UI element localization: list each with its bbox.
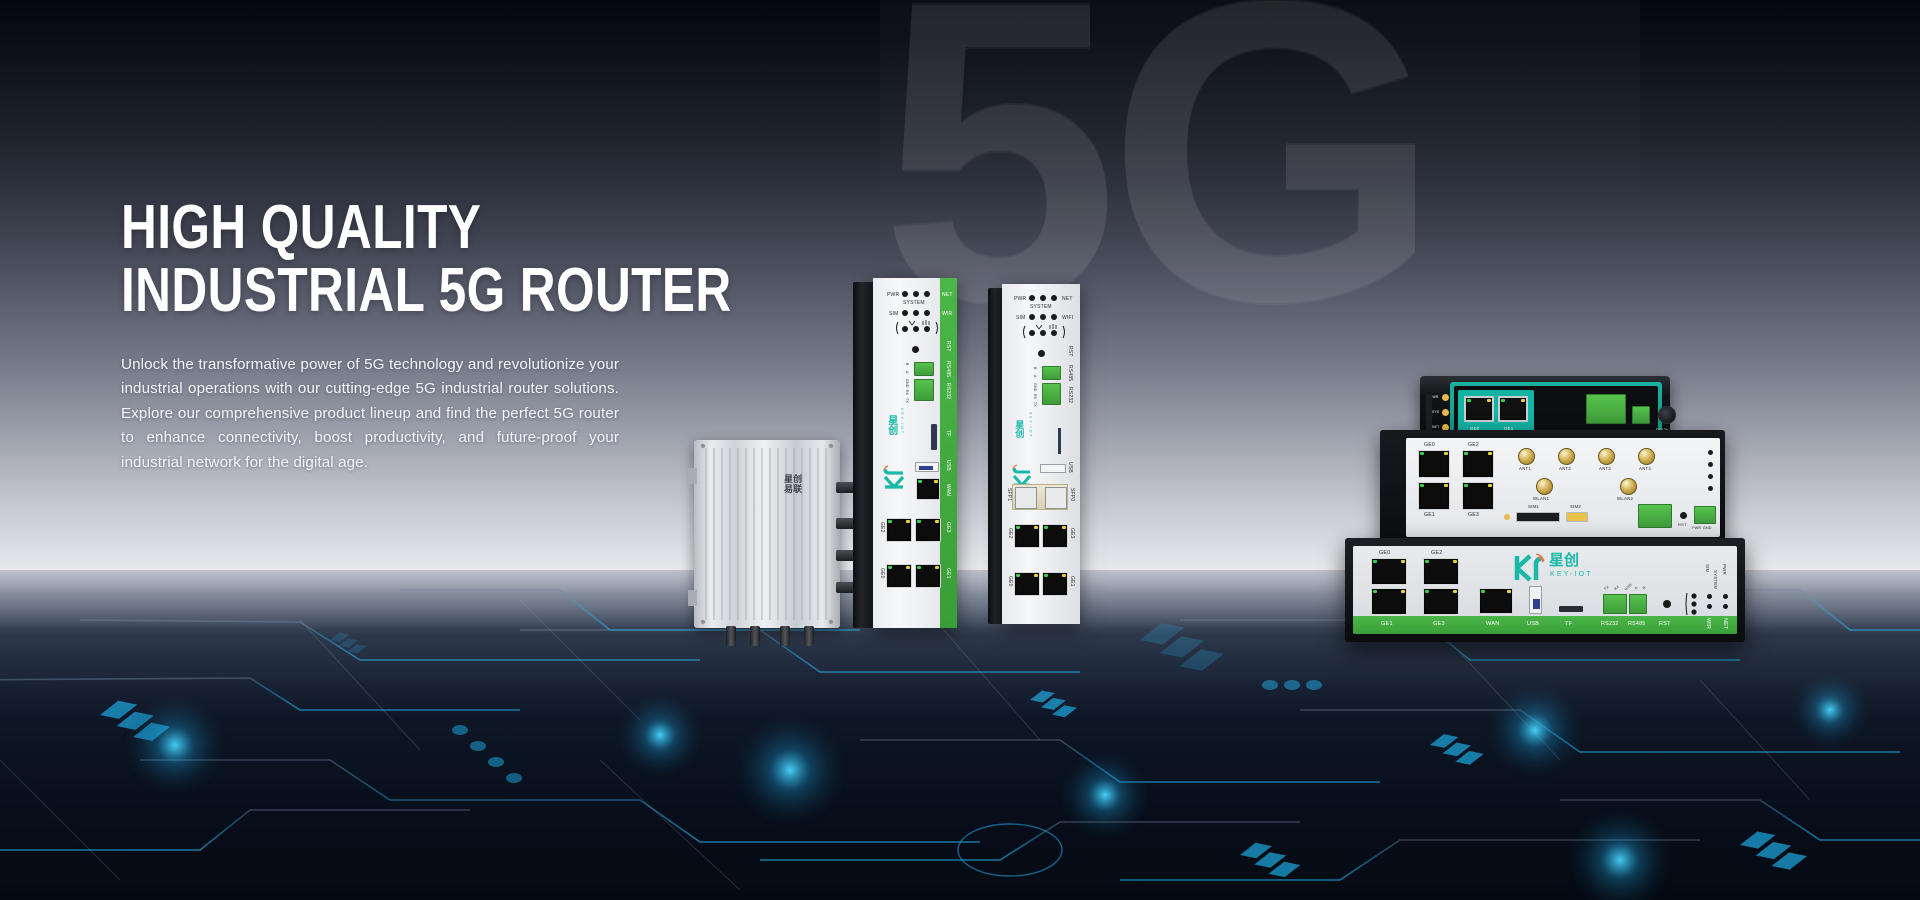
enclosure-brand: 星创 易联 xyxy=(784,474,803,495)
signal-icon xyxy=(1023,324,1065,339)
brand-logo: 星创 KEY-IOT xyxy=(1014,412,1033,439)
ge2-port[interactable] xyxy=(1462,450,1494,478)
terminal-block-rs232[interactable] xyxy=(1603,594,1627,614)
tf-card-slot[interactable] xyxy=(1058,428,1061,454)
hero-copy: HIGH QUALITY INDUSTRIAL 5G ROUTER Unlock… xyxy=(121,193,732,475)
brand-logo: 星创 KEY-IOT xyxy=(885,408,906,435)
ge0-port[interactable] xyxy=(1464,396,1494,422)
wlan2-connector[interactable] xyxy=(1620,478,1637,495)
chassis-side xyxy=(853,282,875,628)
brand-name-en: KEY-IOT xyxy=(1550,571,1593,578)
ge3-port[interactable] xyxy=(915,518,941,542)
ge3-port[interactable] xyxy=(1462,482,1494,510)
headline-line-1: HIGH QUALITY xyxy=(121,193,482,262)
ant1-connector[interactable] xyxy=(1518,448,1535,465)
wan-port[interactable] xyxy=(1479,588,1513,614)
green-port-strip xyxy=(940,278,957,628)
product-rack-router-white: GE0 GE2 GE1 GE3 ANT1 ANT2 ANT3 ANT4 WLAN… xyxy=(1380,430,1725,545)
brand-mark-icon xyxy=(1514,553,1545,582)
ant3-connector[interactable] xyxy=(1598,448,1615,465)
power-terminal[interactable] xyxy=(1694,506,1716,524)
ge0-port[interactable] xyxy=(1014,572,1040,596)
ge1-port[interactable] xyxy=(915,564,941,588)
tf-card-slot[interactable] xyxy=(931,424,937,450)
terminal-block-rs485[interactable] xyxy=(1042,366,1061,380)
tf-card-slot[interactable] xyxy=(1559,606,1583,612)
sim2-slot[interactable] xyxy=(1566,512,1588,522)
ge1-port[interactable] xyxy=(1498,396,1528,422)
terminal-block[interactable] xyxy=(1638,504,1672,528)
usb-port[interactable] xyxy=(915,462,939,472)
dc-power-jack[interactable] xyxy=(1658,406,1676,424)
ge1-port[interactable] xyxy=(1042,572,1068,596)
product-outdoor-enclosure: 星创 易联 xyxy=(688,440,858,646)
reset-button[interactable] xyxy=(912,346,919,353)
faceplate xyxy=(1002,284,1080,624)
enclosure-body xyxy=(694,440,840,628)
reset-button[interactable] xyxy=(1038,350,1045,357)
ant2-connector[interactable] xyxy=(1558,448,1575,465)
wlan1-connector[interactable] xyxy=(1536,478,1553,495)
gateway-vent xyxy=(1426,394,1432,436)
ge2-port[interactable] xyxy=(886,518,912,542)
mount-bracket-top xyxy=(688,468,697,484)
ge3-port[interactable] xyxy=(1423,588,1459,615)
green-label-strip xyxy=(1353,616,1737,634)
mount-bracket-bottom xyxy=(688,590,697,606)
ge2-port[interactable] xyxy=(1014,524,1040,548)
reset-button[interactable] xyxy=(1680,512,1687,519)
hero-description: Unlock the transformative power of 5G te… xyxy=(121,356,619,471)
ge1-port[interactable] xyxy=(1371,588,1407,615)
gateway-terminal-block-power[interactable] xyxy=(1632,406,1650,424)
terminal-block-rs232[interactable] xyxy=(1042,383,1061,405)
status-led xyxy=(1504,514,1510,520)
brand-name-cn: 星创 xyxy=(1549,552,1580,569)
signal-icon xyxy=(1685,592,1697,616)
ge0-port[interactable] xyxy=(1371,558,1407,585)
usb-port[interactable] xyxy=(1529,586,1542,614)
product-router-sfp-tall: PWR NET SYSTEM SIM WIFI RST RS485 xyxy=(988,284,1080,624)
ant4-connector[interactable] xyxy=(1638,448,1655,465)
brand-mark-icon xyxy=(883,465,905,489)
usb-port[interactable] xyxy=(1040,464,1066,473)
ge0-port[interactable] xyxy=(1418,450,1450,478)
reset-button[interactable] xyxy=(1663,600,1671,608)
enclosure-heatsink-fins xyxy=(700,443,834,625)
sim1-slot[interactable] xyxy=(1516,512,1560,522)
signal-icon xyxy=(896,320,938,335)
ge3-port[interactable] xyxy=(1042,524,1068,548)
terminal-block-rs485[interactable] xyxy=(1629,594,1647,614)
ge2-port[interactable] xyxy=(1423,558,1459,585)
terminal-block-rs232[interactable] xyxy=(914,379,934,401)
product-rack-router-black: GE0 GE2 GE1 GE3 WAN USB TF RS232 RS485 T… xyxy=(1345,538,1745,642)
brand-logo: 星创 KEY-IOT xyxy=(1513,552,1623,586)
ge0-port[interactable] xyxy=(886,564,912,588)
terminal-block-rs485[interactable] xyxy=(914,362,934,376)
wan-port[interactable] xyxy=(916,478,940,500)
gateway-terminal-block-main[interactable] xyxy=(1586,394,1626,424)
product-router-ge-tall: PWR NET SYSTEM SIM WIR RST xyxy=(853,278,957,628)
sfp-cage[interactable] xyxy=(1012,484,1068,510)
circuit-board-pattern xyxy=(0,579,1920,900)
ge1-port[interactable] xyxy=(1418,482,1450,510)
page-title: HIGH QUALITY INDUSTRIAL 5G ROUTER xyxy=(121,193,732,325)
headline-line-2: INDUSTRIAL 5G ROUTER xyxy=(121,256,732,325)
chassis-side xyxy=(988,288,1004,624)
